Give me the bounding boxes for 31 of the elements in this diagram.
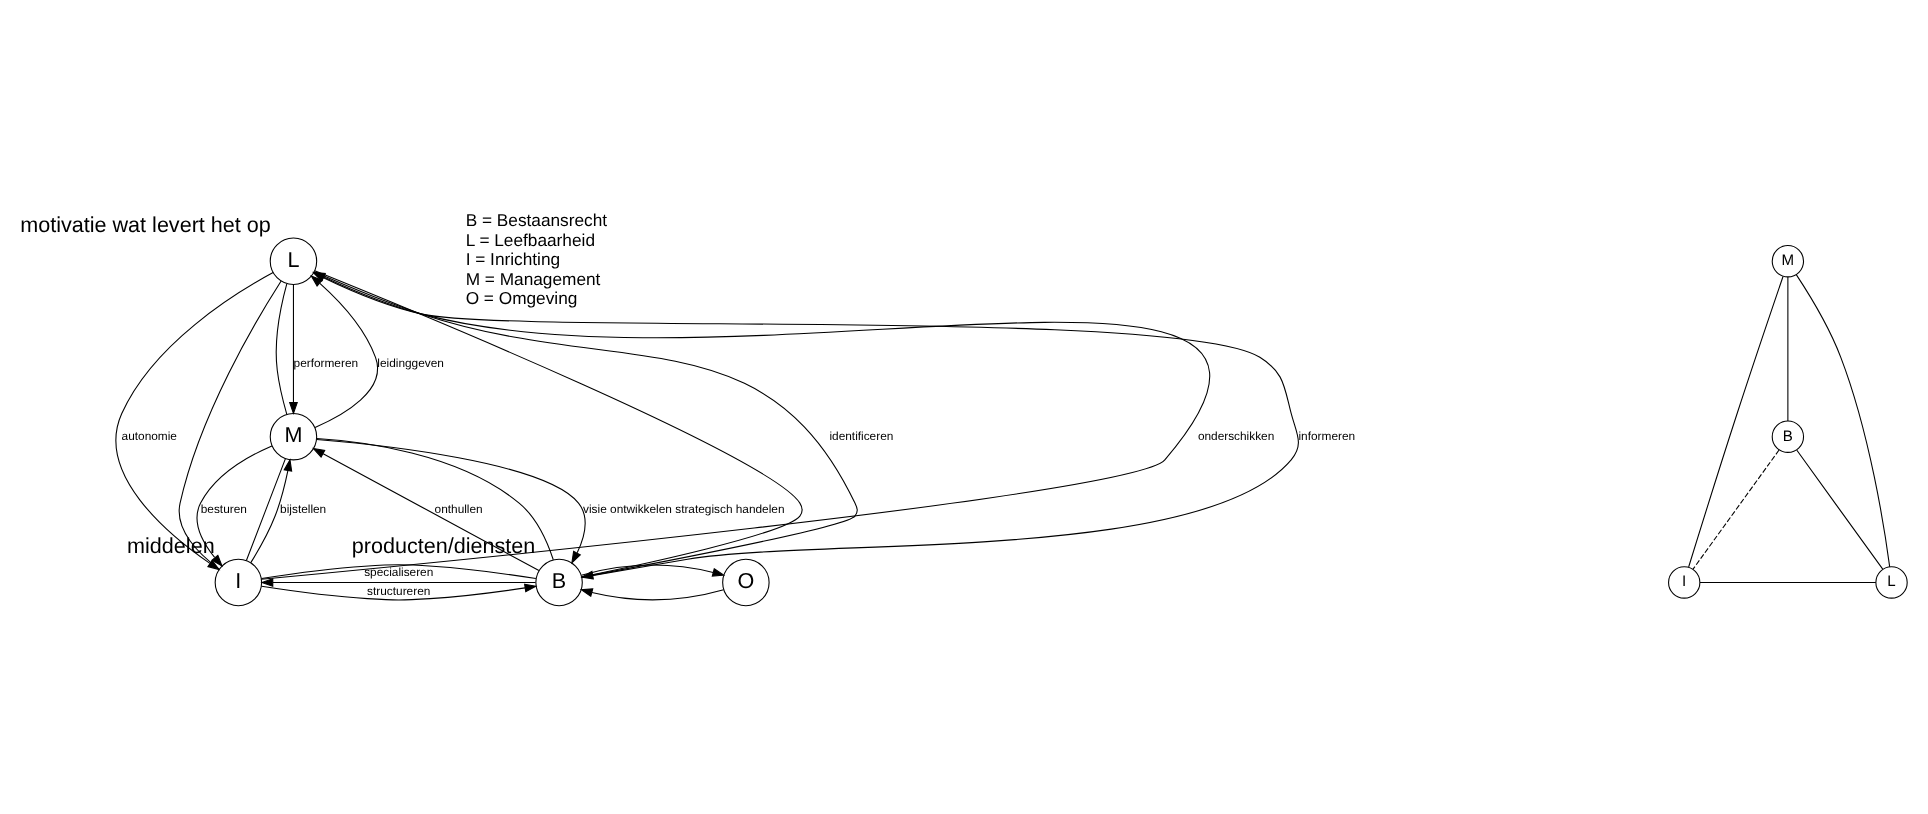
arrow	[115, 272, 274, 571]
arrow	[260, 577, 536, 587]
connector	[1699, 581, 1877, 583]
connector	[178, 280, 282, 570]
label: B = Bestaansrecht	[465, 210, 608, 231]
arrow	[310, 275, 378, 428]
arrow	[261, 583, 538, 601]
arrow	[288, 284, 298, 416]
arrow	[312, 447, 540, 571]
label: L = Leefbaarheid	[465, 229, 596, 250]
label: M = Management	[465, 268, 601, 289]
node-label: motivatie wat levert het op	[20, 213, 271, 238]
connector	[1688, 275, 1784, 568]
arrow	[579, 588, 725, 601]
connector	[1787, 276, 1789, 422]
node-circle: B	[535, 558, 583, 607]
node-circle: O	[722, 558, 770, 607]
arrow	[250, 458, 293, 564]
label: I = Inrichting	[465, 249, 561, 270]
node-circle: I	[214, 558, 263, 607]
connector	[1795, 274, 1891, 568]
arrow	[196, 445, 273, 568]
connector	[275, 283, 288, 415]
connector	[1796, 449, 1884, 570]
connector	[1692, 449, 1780, 570]
connector	[245, 458, 286, 561]
label: O = Omgeving	[465, 288, 578, 309]
arrow	[580, 564, 726, 577]
node-circle: L	[269, 237, 318, 285]
node-circle: M	[269, 412, 318, 461]
connector	[261, 564, 537, 580]
